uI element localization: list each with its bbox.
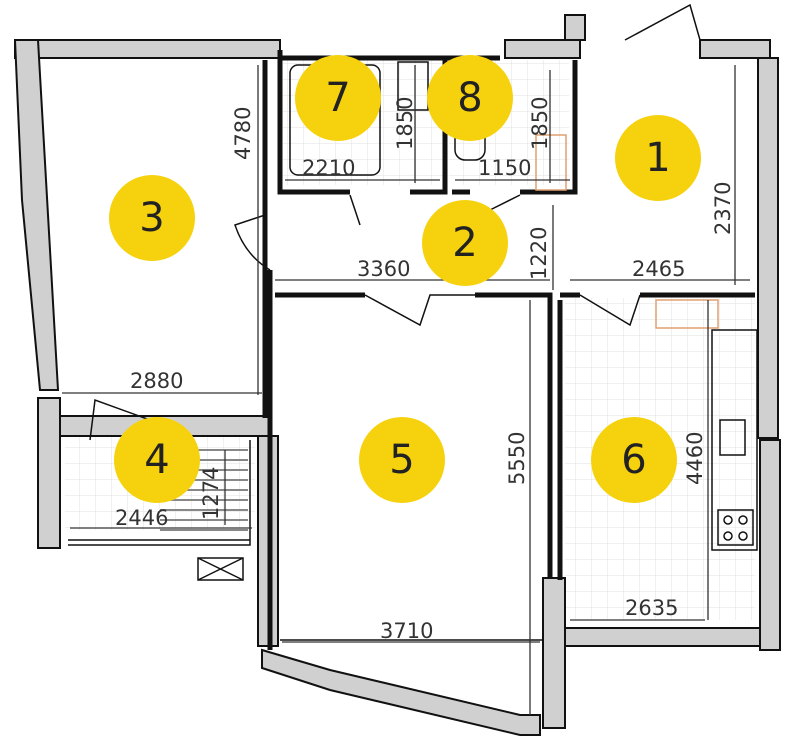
- room-marker-4[interactable]: 4: [114, 417, 200, 503]
- door-swings: [89, 3, 701, 441]
- interior-walls: [68, 50, 755, 650]
- exterior-walls: [13, 14, 781, 736]
- dim-4780: 4780: [231, 107, 255, 160]
- room-number: 1: [645, 135, 670, 181]
- room-marker-6[interactable]: 6: [591, 417, 677, 503]
- room-number: 8: [457, 75, 482, 121]
- dim-5550: 5550: [505, 432, 529, 485]
- room-marker-3[interactable]: 3: [109, 175, 195, 261]
- dim-2465: 2465: [632, 257, 685, 281]
- dim-1220: 1220: [527, 227, 551, 280]
- room-marker-8[interactable]: 8: [427, 55, 513, 141]
- dim-2446: 2446: [115, 506, 168, 530]
- room-marker-1[interactable]: 1: [615, 115, 701, 201]
- dim-2880: 2880: [130, 369, 183, 393]
- room-marker-2[interactable]: 2: [422, 200, 508, 286]
- dim-2370: 2370: [711, 182, 735, 235]
- room-number: 3: [139, 195, 164, 241]
- dim-3710: 3710: [380, 619, 433, 643]
- dim-1850-wc: 1850: [528, 97, 552, 150]
- room-number: 5: [389, 437, 414, 483]
- room-number: 6: [621, 437, 646, 483]
- room-number: 4: [144, 437, 169, 483]
- dim-2635: 2635: [625, 596, 678, 620]
- dim-1850-bath: 1850: [393, 97, 417, 150]
- room-marker-5[interactable]: 5: [359, 417, 445, 503]
- room-number: 7: [325, 75, 350, 121]
- dim-1150: 1150: [478, 156, 531, 180]
- room-number: 2: [452, 220, 477, 266]
- dim-2210: 2210: [302, 156, 355, 180]
- dim-3360: 3360: [357, 257, 410, 281]
- room-marker-7[interactable]: 7: [295, 55, 381, 141]
- dimension-lines: [62, 65, 750, 715]
- dim-1274: 1274: [199, 467, 223, 520]
- dim-4460: 4460: [683, 432, 707, 485]
- dimension-labels: 4780 1850 1850 2210 1150 2370 1220 3360 …: [115, 97, 735, 643]
